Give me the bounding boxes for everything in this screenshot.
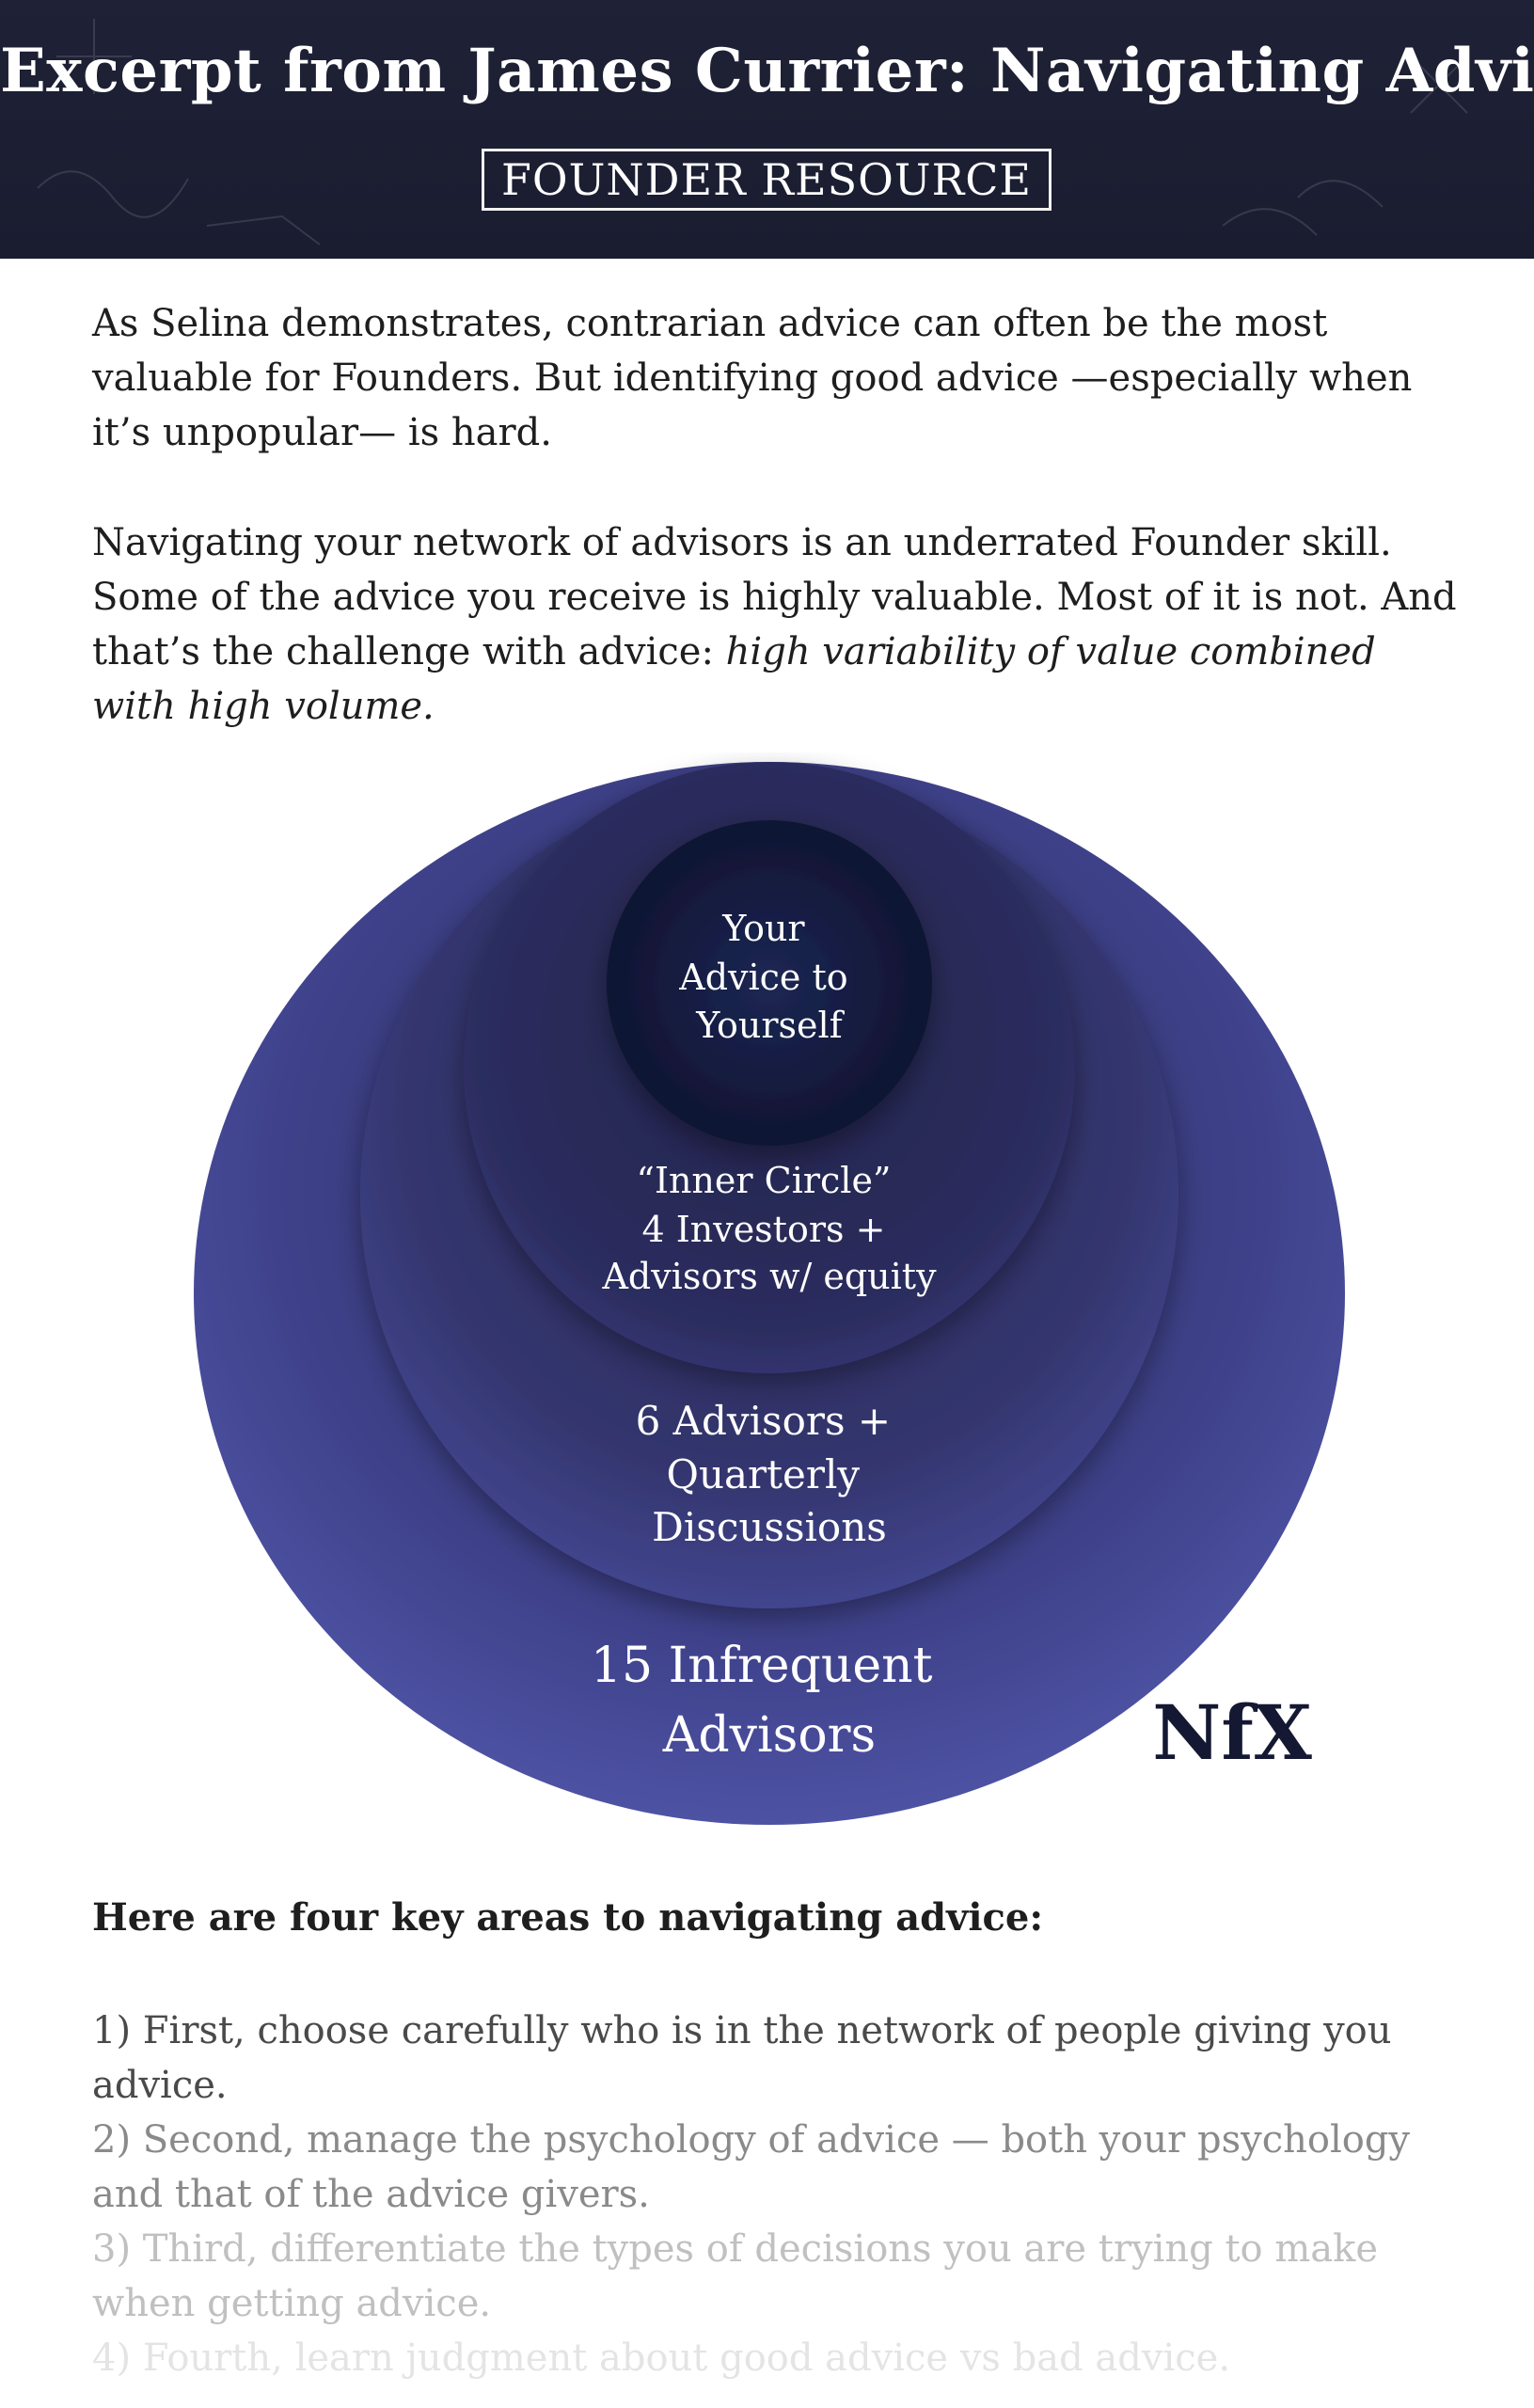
intro-paragraph-2-emphasis: high variability of value combined with … [92,630,1376,728]
infrequent-advisors-label-line-1: 15 Infrequent [591,1638,933,1694]
quarterly-advisors-label: 6 Advisors + Quarterly Discussions [636,1398,904,1550]
core-label-line-2: Advice to [678,957,847,998]
list-item-1: 1) First, choose carefully who is in the… [92,2009,1392,2107]
quarterly-advisors-label-line-2: Quarterly [667,1451,861,1497]
inner-circle-label-line-2: 4 Investors + [641,1209,885,1250]
inner-circle-label-line-1: “Inner Circle” [637,1160,892,1201]
intro-paragraph-1: As Selina demonstrates, contrarian advic… [92,302,1413,454]
founder-resource-badge: FOUNDER RESOURCE [482,149,1052,211]
core-label: Your Advice to Yourself [678,908,859,1046]
header-banner: Excerpt from James Currier: Navigating A… [0,0,1534,259]
intro-paragraph-2: Navigating your network of advisors is a… [92,515,1465,734]
advice-circles-diagram: Your Advice to Yourself “Inner Circle” 4… [194,762,1345,1825]
quarterly-advisors-label-line-1: 6 Advisors + [636,1398,891,1444]
intro-paragraph-2-text: Navigating your network of advisors is a… [92,521,1457,673]
list-item-2: 2) Second, manage the psychology of advi… [92,2118,1411,2216]
list-item-3: 3) Third, differentiate the types of dec… [92,2227,1379,2325]
core-label-line-1: Your [721,908,805,949]
nfx-logo: NfX [1152,1688,1312,1777]
list-heading: Here are four key areas to navigating ad… [92,1895,1044,1940]
core-label-line-3: Yourself [695,1005,845,1046]
infrequent-advisors-label-line-2: Advisors [662,1707,876,1764]
ring-advice-to-yourself [607,820,932,1146]
inner-circle-label: “Inner Circle” 4 Investors + Advisors w/… [601,1160,937,1297]
infrequent-advisors-label: 15 Infrequent Advisors [591,1638,948,1764]
inner-circle-label-line-3: Advisors w/ equity [601,1256,937,1297]
page-title: Excerpt from James Currier: Navigating A… [0,36,1534,106]
list-item-4: 4) Fourth, learn judgment about good adv… [92,2337,1231,2380]
quarterly-advisors-label-line-3: Discussions [652,1504,887,1550]
chalkboard-texture [37,19,1468,246]
